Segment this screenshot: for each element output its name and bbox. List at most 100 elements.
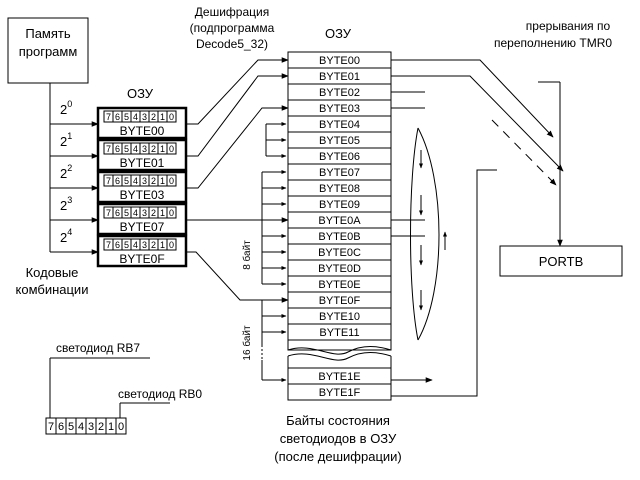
ram-byte-row: BYTE0B [287, 227, 392, 245]
ram-byte-row: BYTE05 [287, 131, 392, 149]
ram-byte-row: BYTE00 [287, 51, 392, 69]
ram-byte-label: BYTE0B [318, 231, 360, 243]
bit-digit: 0 [169, 240, 174, 250]
bit-cell [166, 142, 177, 155]
ram-byte-row: BYTE0F [287, 291, 392, 309]
bit-digit: 3 [142, 144, 147, 154]
ram-byte-label: BYTE11 [319, 327, 359, 339]
program-memory-block: Память программ [7, 17, 89, 84]
output-routing [391, 59, 564, 397]
bit-digit: 5 [124, 240, 129, 250]
power-base: 2 [60, 134, 67, 149]
bit-digit: 7 [106, 176, 111, 186]
led-bit-digit: 1 [108, 421, 114, 433]
ram-byte-label: BYTE08 [319, 183, 360, 195]
bit-digit: 5 [124, 112, 129, 122]
ram-byte-row: BYTE1E [287, 367, 392, 385]
bit-digit: 2 [151, 144, 156, 154]
bit-digit: 4 [133, 208, 138, 218]
led-bit-digit: 4 [78, 421, 84, 433]
bit-digit: 7 [106, 208, 111, 218]
bit-cell [166, 110, 177, 123]
bit-digit: 5 [124, 208, 129, 218]
large-ram-title: ОЗУ [325, 26, 352, 41]
bit-digit: 3 [142, 240, 147, 250]
power-base: 2 [60, 198, 67, 213]
portb-block: PORTB [499, 245, 623, 277]
ram-byte-row: BYTE0C [287, 243, 392, 261]
bit-digit: 2 [151, 176, 156, 186]
bit-digit: 1 [160, 144, 165, 154]
large-ram-table: BYTE00BYTE01BYTE02BYTE03BYTE04BYTE05BYTE… [287, 51, 392, 401]
ram-byte-label: BYTE0A [318, 215, 361, 227]
ram-byte-row: BYTE08 [287, 179, 392, 197]
scan-loop [410, 127, 447, 341]
power-of-two: 21 [60, 131, 72, 149]
span-8-label: 8 байт [241, 240, 253, 270]
bit-cell [166, 238, 177, 251]
led-bit-digit: 0 [118, 421, 124, 433]
power-base: 2 [60, 166, 67, 181]
bit-cell [166, 206, 177, 219]
ram-byte-label: BYTE0D [318, 263, 361, 275]
decoder-label-line3: Decode5_32) [196, 37, 268, 51]
led-bit-cell [115, 417, 127, 435]
ram-byte-label: BYTE06 [319, 151, 360, 163]
span-8-bytes: 8 байт [241, 170, 287, 286]
code-combinations-line2: комбинации [16, 282, 89, 297]
power-exponent: 3 [67, 195, 72, 205]
ram-byte-label: BYTE09 [319, 199, 360, 211]
bit-digit: 0 [169, 176, 174, 186]
interrupts-label-line1: прерывания по [526, 19, 611, 33]
ram-byte-row: BYTE11 [287, 323, 392, 341]
bit-digit: 4 [133, 112, 138, 122]
span-4-bytes [265, 122, 287, 158]
bit-digit: 0 [169, 112, 174, 122]
ram-byte-label: BYTE0F [319, 295, 361, 307]
power-of-two: 22 [60, 163, 72, 181]
led-mapping: светодиод RB7 светодиод RB0 [49, 341, 202, 418]
ram-byte-label: BYTE02 [319, 87, 360, 99]
led-rb7-label: светодиод RB7 [56, 341, 140, 355]
interrupts-label-line2: переполнению TMR0 [494, 36, 612, 50]
power-base: 2 [60, 102, 67, 117]
bit-cell [166, 174, 177, 187]
small-ram-title: ОЗУ [127, 86, 154, 101]
ram-byte-label: BYTE10 [319, 311, 360, 323]
ram-byte-row: BYTE03 [287, 99, 392, 117]
ram-byte-label: BYTE1F [319, 387, 361, 399]
ram-byte-label: BYTE04 [319, 119, 360, 131]
ram-byte-label: BYTE0C [318, 247, 361, 259]
bit-digit: 6 [115, 176, 120, 186]
power-of-two: 20 [60, 99, 72, 117]
caption-line1: Байты состояния [286, 413, 390, 428]
bit-digit: 3 [142, 176, 147, 186]
bit-digit: 6 [115, 208, 120, 218]
bit-digit: 4 [133, 240, 138, 250]
code-combinations-line1: Кодовые [26, 265, 79, 280]
bit-digit: 5 [124, 144, 129, 154]
led-bit-digit: 3 [88, 421, 94, 433]
led-bit-digit: 5 [68, 421, 74, 433]
ram-byte-label: BYTE03 [319, 103, 360, 115]
bit-digit: 6 [115, 112, 120, 122]
caption-line3: (после дешифрации) [274, 449, 402, 464]
ram-byte-label: BYTE1E [318, 371, 360, 383]
ram-byte-row: BYTE10 [287, 307, 392, 325]
ram-byte-label: BYTE05 [319, 135, 360, 147]
small-ram-byte-label: BYTE07 [120, 220, 165, 234]
bit-digit: 0 [169, 144, 174, 154]
ram-byte-row: BYTE02 [287, 83, 392, 101]
program-memory-label-line2: программ [19, 44, 78, 59]
power-exponent: 1 [67, 131, 72, 141]
span-16-label: 16 байт [241, 325, 253, 361]
bit-digit: 2 [151, 208, 156, 218]
